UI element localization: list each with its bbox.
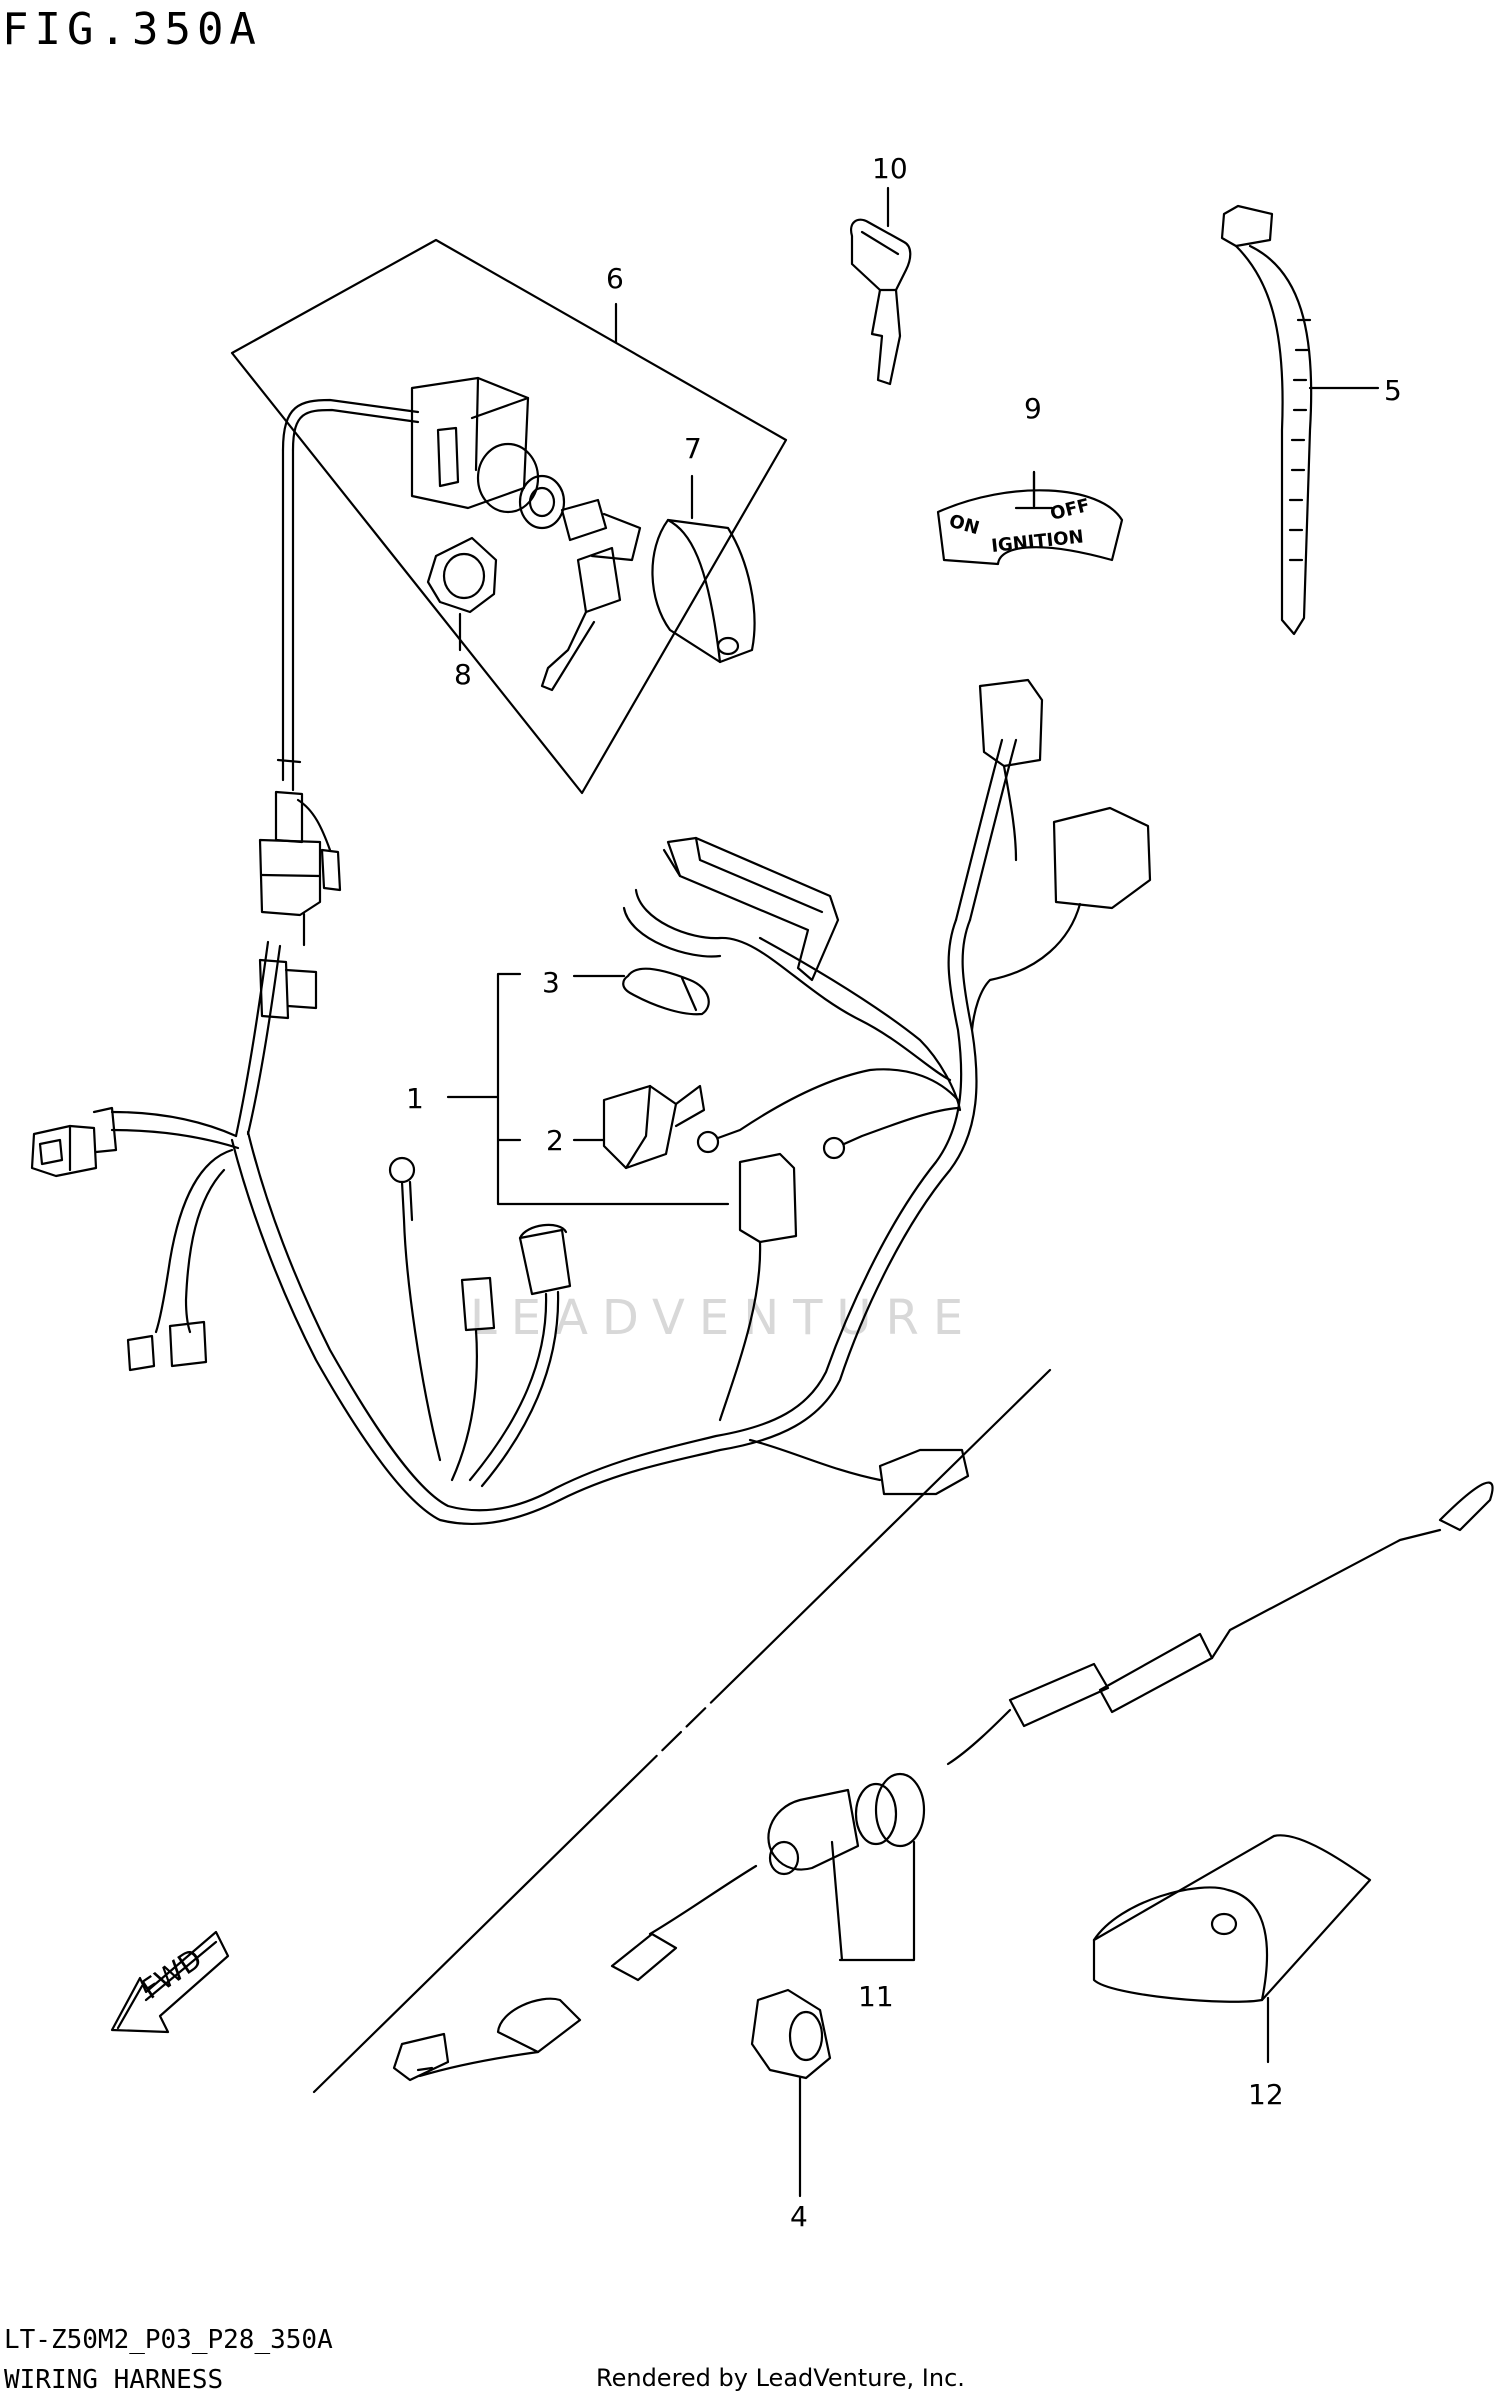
decal-ignition: IGNITION bbox=[990, 526, 1084, 557]
callout-11: 11 bbox=[858, 1980, 894, 2013]
callout-3: 3 bbox=[542, 966, 560, 999]
fwd-label: FWD bbox=[135, 1942, 208, 2006]
figure-title: FIG.350A bbox=[2, 4, 262, 55]
fuse-cap[interactable] bbox=[572, 1084, 706, 1170]
callout-6: 6 bbox=[606, 262, 624, 295]
watermark: LEADVENTURE bbox=[470, 1290, 978, 1346]
fuse[interactable] bbox=[572, 967, 710, 1016]
section-title: WIRING HARNESS bbox=[4, 2365, 224, 2395]
callout-8: 8 bbox=[454, 658, 472, 691]
callout-leaders bbox=[614, 302, 1036, 508]
callout-5: 5 bbox=[1384, 374, 1402, 407]
ignition-key-set bbox=[540, 498, 642, 692]
callout-1: 1 bbox=[406, 1082, 424, 1115]
callout-9: 9 bbox=[1024, 392, 1042, 425]
callout-2: 2 bbox=[546, 1124, 564, 1157]
neutral-switch[interactable] bbox=[392, 1481, 1494, 2082]
fwd-arrow-icon bbox=[110, 1930, 230, 2034]
callout-labels: 1 2 3 4 5 6 7 8 9 10 11 12 ON OFF IGNITI… bbox=[135, 152, 1401, 2233]
decal-on: ON bbox=[947, 511, 982, 540]
ignition-switch[interactable] bbox=[258, 376, 566, 947]
callout-12: 12 bbox=[1248, 2078, 1284, 2111]
fuse-group-bracket bbox=[446, 972, 730, 1206]
key[interactable] bbox=[850, 186, 912, 386]
ignition-switch-kit-box bbox=[230, 238, 788, 795]
dashed-leader bbox=[312, 1368, 1052, 2094]
rendered-by-credit: Rendered by LeadVenture, Inc. bbox=[596, 2364, 965, 2392]
switch-cover[interactable] bbox=[651, 474, 756, 664]
model-code-label: LT-Z50M2_P03_P28_350A bbox=[4, 2325, 333, 2355]
main-wiring-harness[interactable] bbox=[30, 678, 1152, 1526]
cable-tie[interactable] bbox=[1220, 204, 1380, 636]
protector-pad[interactable] bbox=[1092, 1834, 1372, 2064]
callout-10: 10 bbox=[872, 152, 908, 185]
ring-nut[interactable] bbox=[426, 536, 498, 652]
callout-7: 7 bbox=[684, 432, 702, 465]
decal-off: OFF bbox=[1048, 495, 1092, 525]
callout-4: 4 bbox=[790, 2200, 808, 2233]
boot-cap[interactable] bbox=[750, 1988, 832, 2198]
